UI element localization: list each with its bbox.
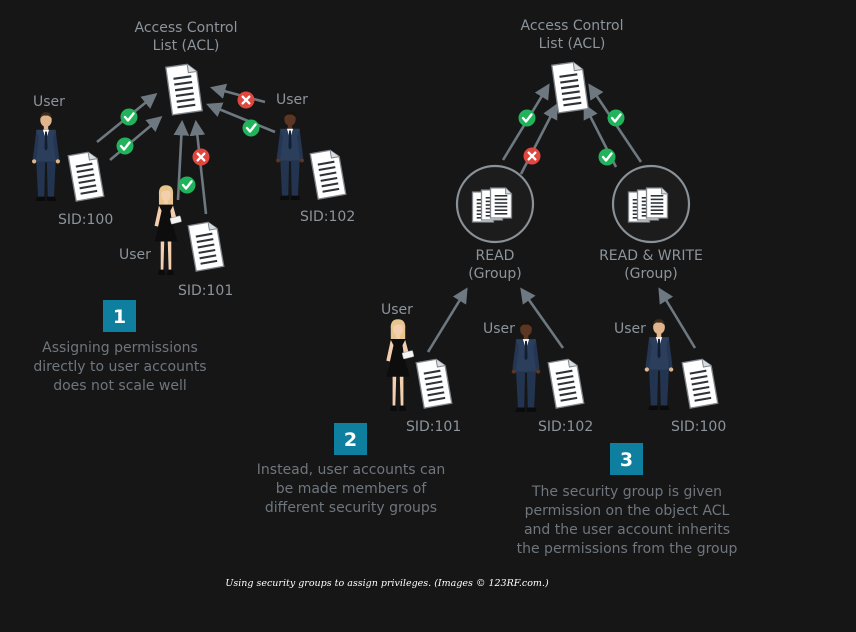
user-label: User: [33, 94, 65, 110]
group-documents-icon: [611, 164, 691, 244]
step-number: 3: [620, 449, 633, 471]
document-icon: [67, 151, 105, 202]
document-icon: [309, 149, 347, 200]
check-icon: [518, 109, 536, 127]
sid-label: SID:100: [671, 419, 726, 435]
caption-line: does not scale well: [53, 378, 187, 394]
user-label: User: [614, 321, 646, 337]
sid-label: SID:101: [178, 283, 233, 299]
arrow: [209, 83, 266, 104]
group-type: (Group): [624, 266, 678, 282]
check-icon: [120, 108, 138, 126]
sid-label: SID:102: [538, 419, 593, 435]
step-number: 2: [344, 429, 357, 451]
document-icon: [165, 63, 203, 116]
step-badge: 2: [334, 423, 367, 455]
acl-label-line1: Access Control: [135, 20, 238, 36]
caption-line: directly to user accounts: [33, 359, 206, 375]
document-icon: [187, 221, 225, 272]
document-icon: [547, 358, 585, 409]
user-label: User: [381, 302, 413, 318]
caption-line: Assigning permissions: [42, 340, 198, 356]
caption-line: different security groups: [265, 500, 437, 516]
arrow: [109, 115, 163, 161]
acl-label-line2: List (ACL): [539, 36, 606, 52]
caption-line: and the user account inherits: [524, 522, 730, 538]
check-icon: [178, 176, 196, 194]
businessman-icon: [276, 111, 304, 200]
cross-icon: [192, 148, 210, 166]
acl-label-line1: Access Control: [521, 18, 624, 34]
caption-line: the permissions from the group: [517, 541, 738, 557]
check-icon: [598, 148, 616, 166]
sid-label: SID:102: [300, 209, 355, 225]
businessman-icon: [511, 321, 541, 412]
document-icon: [415, 358, 453, 409]
figure-credit: Using security groups to assign privileg…: [225, 578, 549, 589]
user-label: User: [276, 92, 308, 108]
check-icon: [607, 109, 625, 127]
document-icon: [489, 187, 513, 219]
arrow: [658, 287, 697, 349]
check-icon: [242, 119, 260, 137]
group-type: (Group): [468, 266, 522, 282]
user-label: User: [119, 247, 151, 263]
caption-line: The security group is given: [531, 484, 722, 500]
document-icon: [645, 187, 669, 219]
arrow: [206, 102, 276, 134]
cross-icon: [523, 147, 541, 165]
acl-label-line2: List (ACL): [153, 38, 220, 54]
caption-line: be made members of: [276, 481, 428, 497]
check-icon: [116, 137, 134, 155]
arrow: [189, 119, 208, 215]
arrow: [426, 287, 468, 353]
sid-label: SID:101: [406, 419, 461, 435]
businesswoman-icon: [386, 319, 415, 411]
caption-line: Instead, user accounts can: [257, 462, 445, 478]
sid-label: SID:100: [58, 212, 113, 228]
arrow: [520, 287, 565, 349]
businesswoman-icon: [154, 185, 182, 275]
arrow: [173, 119, 190, 201]
group-documents-icon: [455, 164, 535, 244]
businessman-icon: [32, 112, 60, 201]
cross-icon: [237, 91, 255, 109]
user-label: User: [483, 321, 515, 337]
group-name: READ & WRITE: [599, 248, 703, 264]
step-badge: 3: [610, 443, 643, 475]
caption-line: permission on the object ACL: [525, 503, 730, 519]
step-number: 1: [113, 306, 126, 328]
document-icon: [551, 61, 589, 114]
document-icon: [681, 358, 719, 409]
businessman-icon: [644, 319, 674, 410]
step-badge: 1: [103, 300, 136, 332]
group-name: READ: [476, 248, 515, 264]
